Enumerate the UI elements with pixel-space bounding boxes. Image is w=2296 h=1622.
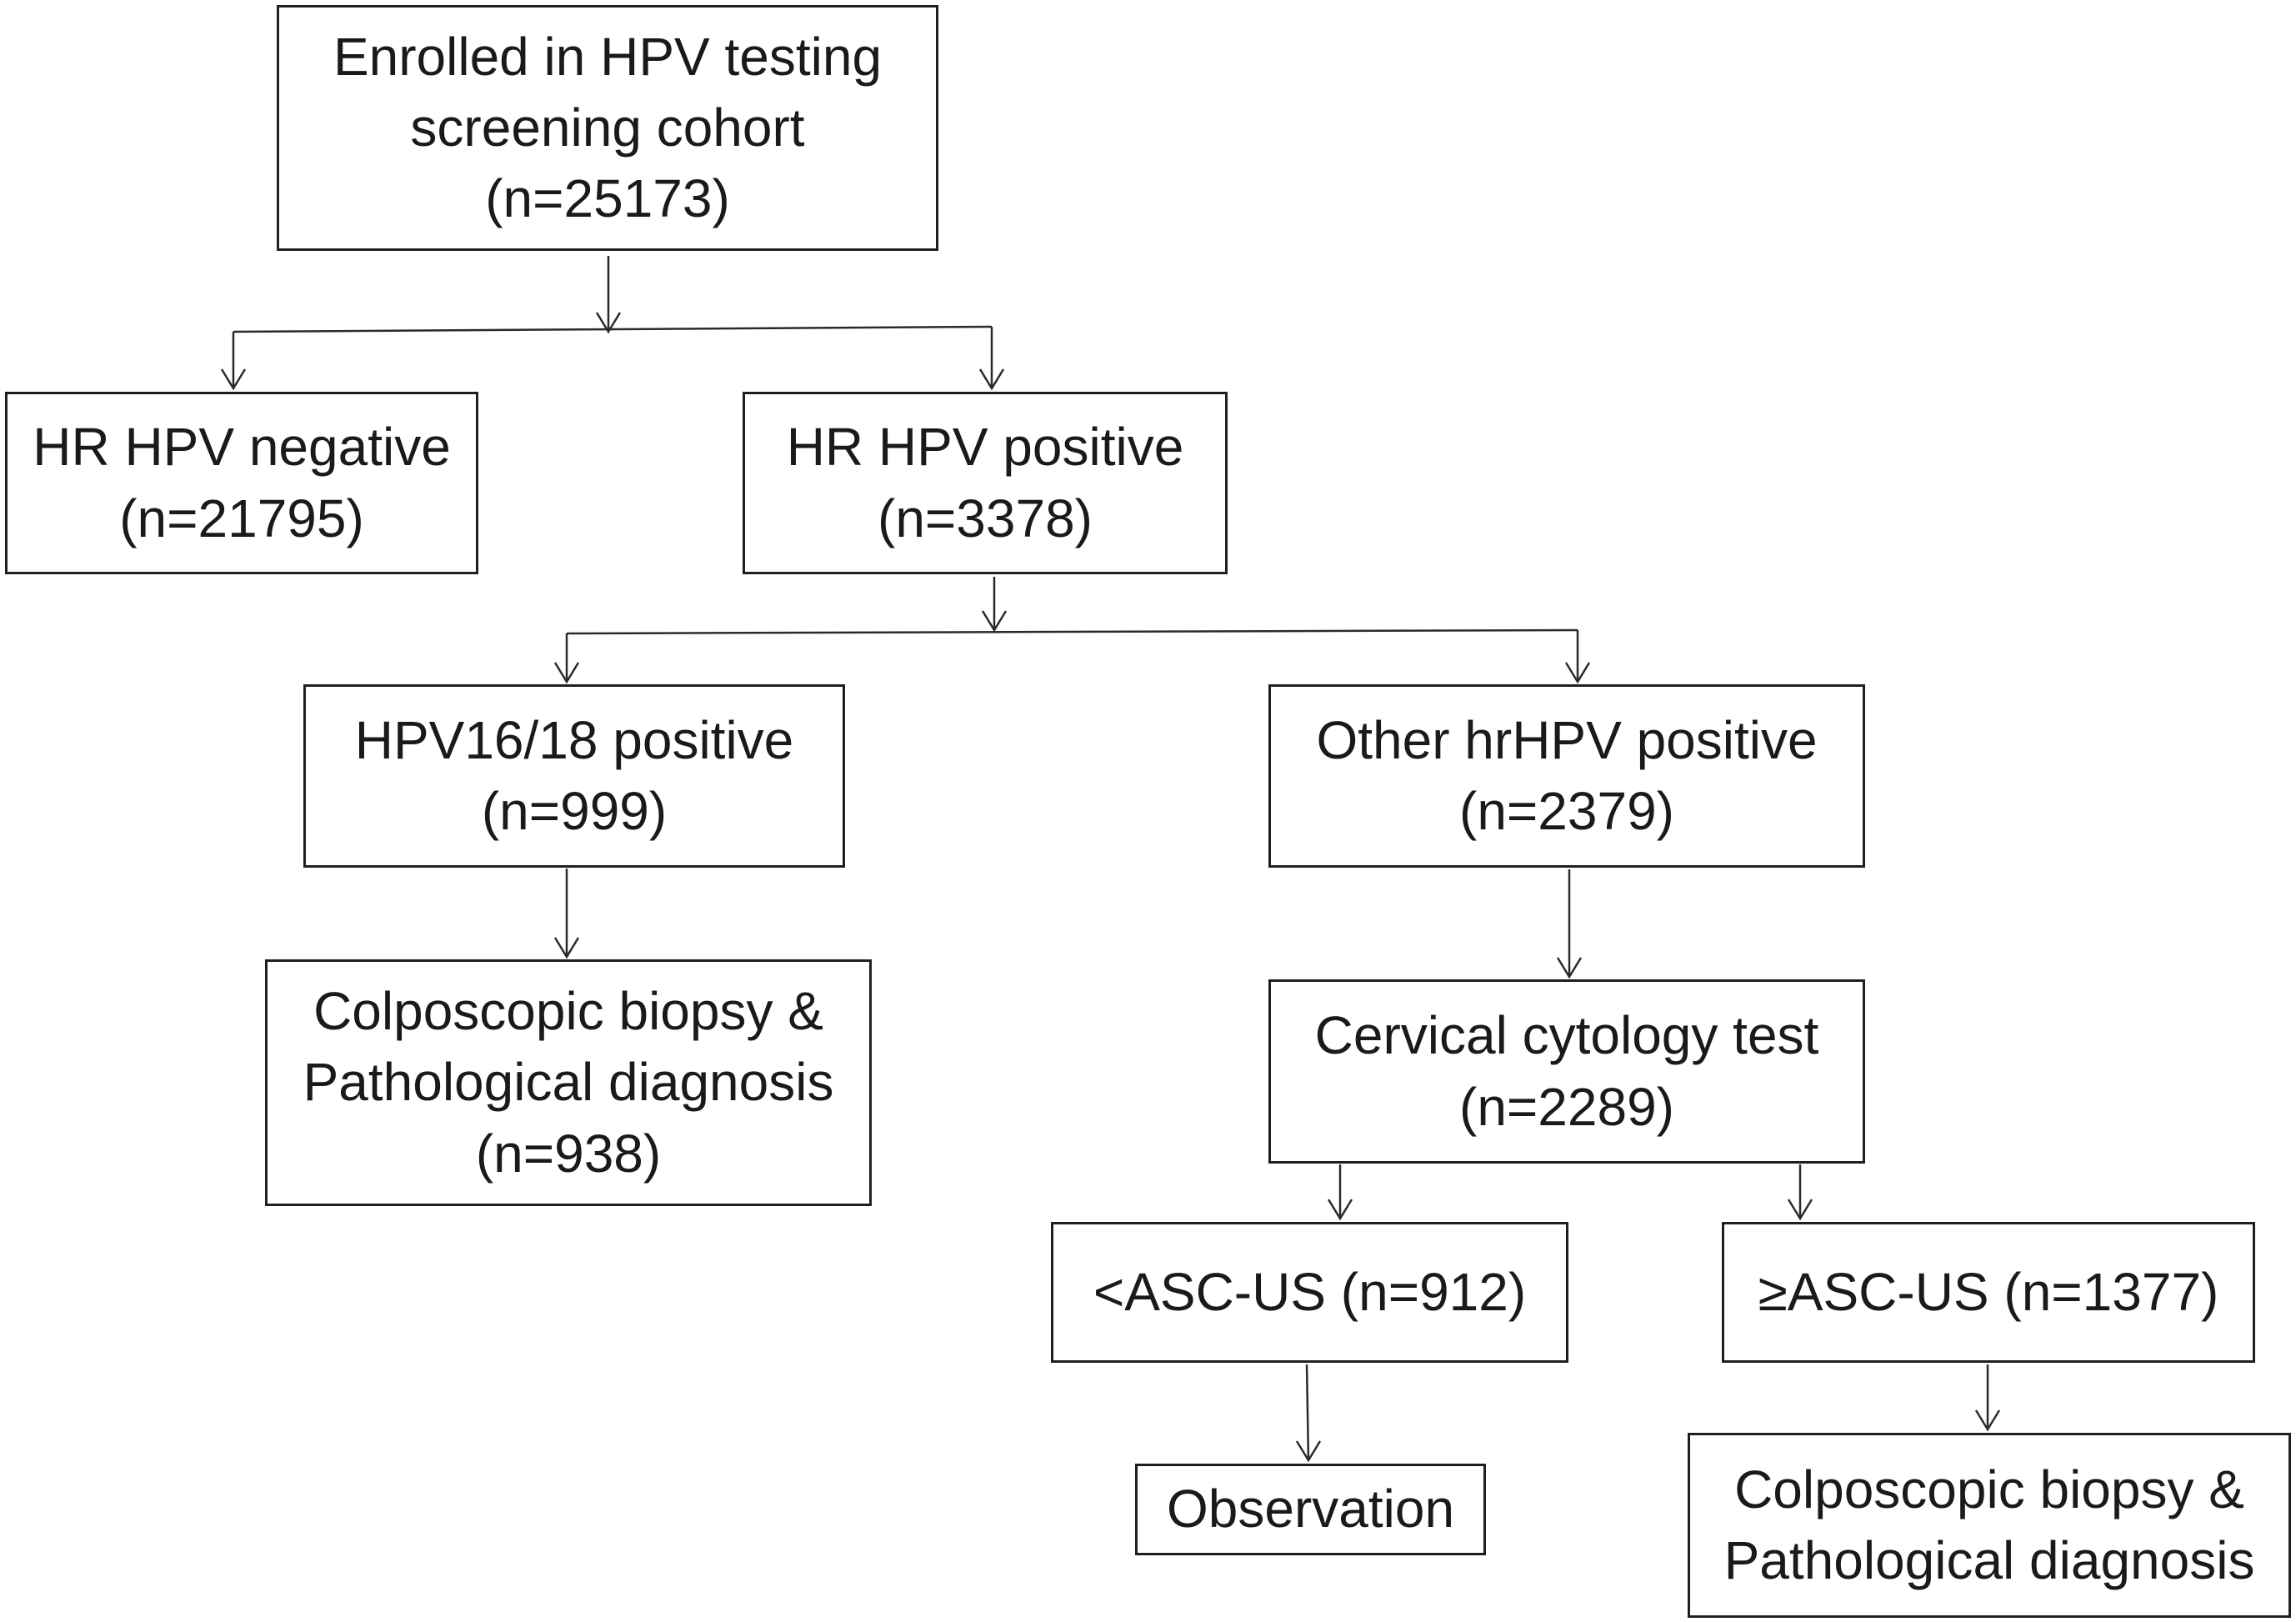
node-hpv1618-positive: HPV16/18 positive (n=999) (303, 684, 845, 868)
node-ge-ascus: ≥ASC-US (n=1377) (1722, 1222, 2255, 1363)
node-observation-label: Observation (1166, 1479, 1455, 1539)
arrowhead-enrolled (595, 312, 622, 334)
node-lt-ascus: <ASC-US (n=912) (1051, 1222, 1568, 1363)
node-hr-positive-line2: (n=3378) (878, 488, 1093, 548)
arrowhead-ge-ascus (1787, 1199, 1813, 1221)
node-hr-negative: HR HPV negative (n=21795) (5, 392, 478, 574)
node-hr-negative-line2: (n=21795) (119, 488, 364, 548)
node-hr-positive: HR HPV positive (n=3378) (743, 392, 1228, 574)
node-other-hrhpv-positive: Other hrHPV positive (n=2379) (1268, 684, 1865, 868)
arrowhead-hpv1618 (553, 662, 580, 684)
node-colposcopy-2-line2: Pathological diagnosis (1723, 1530, 2255, 1590)
node-hr-negative-line1: HR HPV negative (33, 417, 451, 478)
node-colposcopy-2-line1: Colposcopic biopsy & (1734, 1459, 2244, 1519)
arrowhead-observation (1295, 1440, 1322, 1463)
arrowhead-colposcopy-2 (1974, 1409, 2001, 1432)
arrowhead-cytology (1556, 957, 1583, 979)
node-cervical-cytology: Cervical cytology test (n=2289) (1268, 979, 1865, 1164)
arrowhead-colposcopy-1 (553, 937, 580, 959)
node-colposcopy-1: Colposcopic biopsy & Pathological diagno… (265, 959, 872, 1206)
connector-level1-horizontal (233, 325, 993, 333)
node-colposcopy-1-line1: Colposcopic biopsy & (313, 981, 823, 1042)
arrowhead-positive (978, 368, 1005, 391)
arrowhead-negative (220, 368, 247, 391)
node-hr-positive-line1: HR HPV positive (786, 417, 1184, 478)
node-ge-ascus-label: ≥ASC-US (n=1377) (1758, 1261, 2219, 1322)
node-other-line2: (n=2379) (1459, 781, 1674, 841)
node-other-line1: Other hrHPV positive (1316, 709, 1818, 770)
arrowhead-other (1564, 662, 1591, 684)
node-observation: Observation (1135, 1464, 1486, 1555)
connector-level2-horizontal (566, 628, 1578, 635)
arrowhead-positive-down (981, 610, 1008, 633)
node-enrolled-line1: Enrolled in HPV testing (333, 26, 883, 87)
node-colposcopy-1-line3: (n=938) (475, 1123, 662, 1184)
node-cytology-line1: Cervical cytology test (1314, 1005, 1819, 1066)
node-colposcopy-2: Colposcopic biopsy & Pathological diagno… (1688, 1433, 2291, 1618)
node-lt-ascus-label: <ASC-US (n=912) (1093, 1261, 1527, 1322)
node-hpv1618-line1: HPV16/18 positive (354, 709, 794, 770)
connector-lt-to-observation (1305, 1364, 1310, 1461)
node-enrolled: Enrolled in HPV testing screening cohort… (277, 5, 938, 251)
node-enrolled-line3: (n=25173) (485, 168, 730, 229)
node-hpv1618-line2: (n=999) (481, 781, 668, 841)
node-colposcopy-1-line2: Pathological diagnosis (303, 1052, 834, 1113)
arrowhead-lt-ascus (1327, 1199, 1353, 1221)
node-cytology-line2: (n=2289) (1459, 1076, 1674, 1137)
node-enrolled-line2: screening cohort (410, 97, 805, 158)
